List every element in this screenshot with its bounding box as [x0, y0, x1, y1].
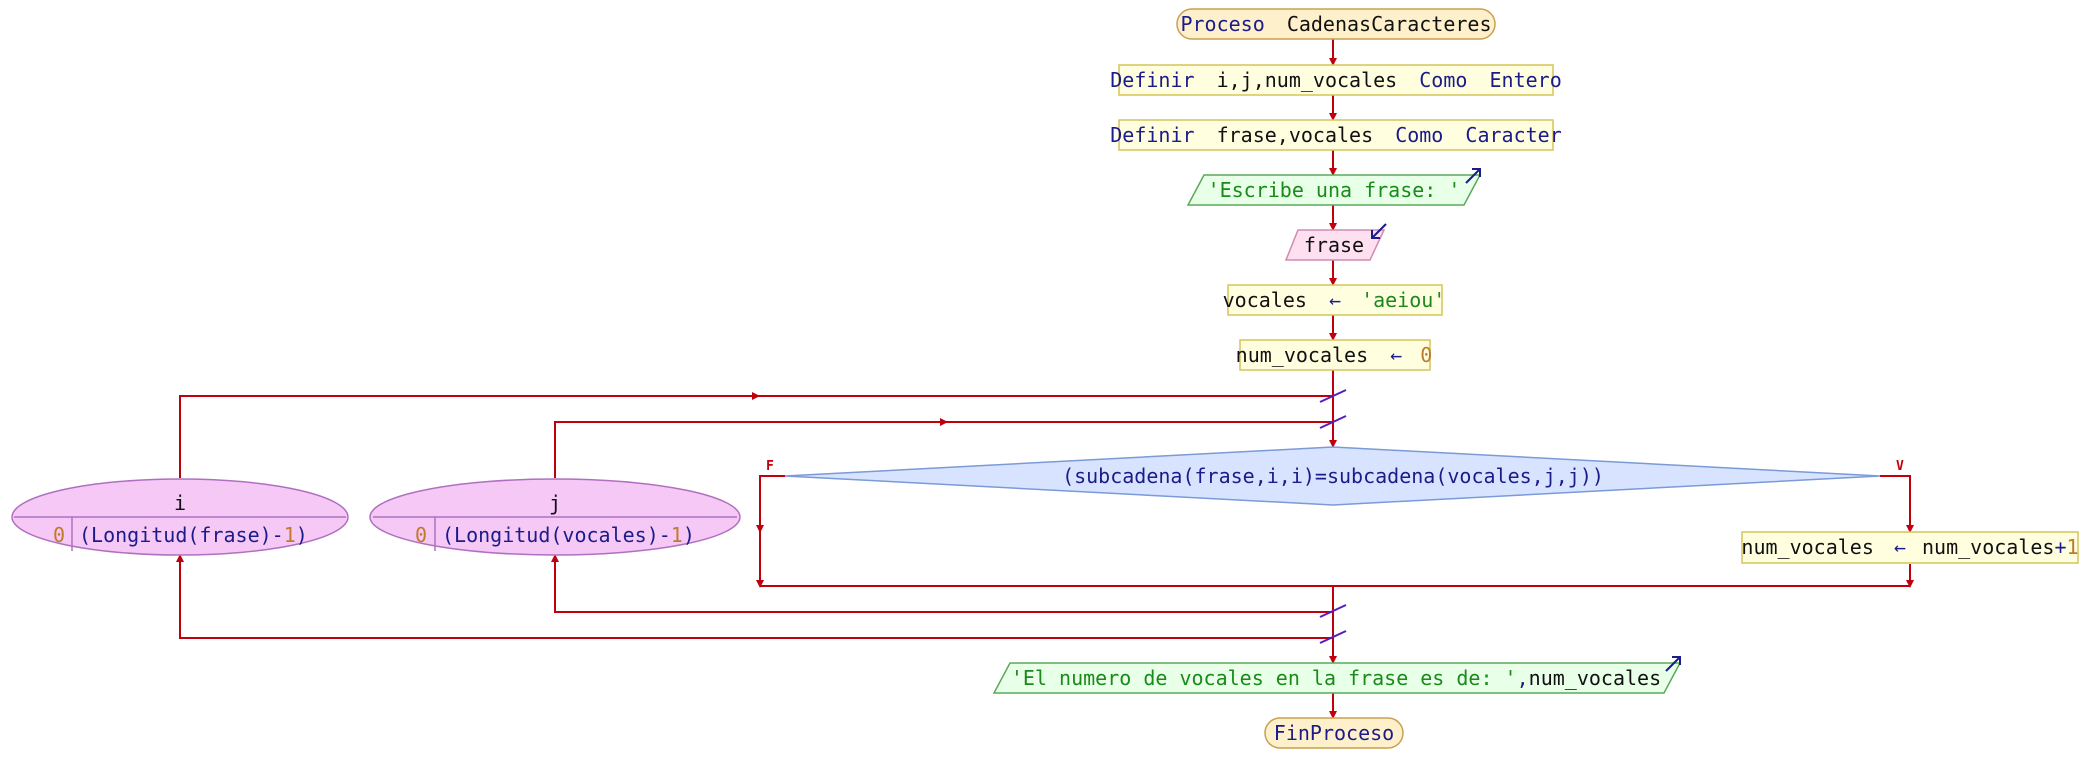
- assign1-value: 'aeiou': [1361, 288, 1445, 312]
- assign3-num: 1: [2067, 535, 2079, 559]
- svg-text:vocales ← 'aeiou': vocales ← 'aeiou': [1223, 288, 1446, 312]
- svg-text:Proceso CadenasCaractere: Proceso CadenasCaracteres: [1180, 12, 1491, 36]
- output-result-box[interactable]: 'El numero de vocales en la frase es de:…: [992, 656, 1682, 694]
- loop-j-start: 0: [415, 523, 427, 547]
- output-result-arrow-icon: [1665, 656, 1681, 672]
- loop-j-end-arg: (vocales): [550, 523, 658, 547]
- output2-text: 'El numero de vocales en la frase es de:…: [1011, 666, 1517, 690]
- assign3-arrow: ←: [1894, 535, 1906, 559]
- loop-i-end-func: Longitud: [91, 523, 187, 547]
- input-frase-box[interactable]: frase: [1284, 223, 1387, 261]
- assign1-var: vocales: [1223, 288, 1307, 312]
- define1-como: Como: [1419, 68, 1467, 92]
- start-keyword: Proceso: [1180, 12, 1264, 36]
- loop-j-var: j: [549, 491, 561, 515]
- decision-diamond[interactable]: (subcadena(frase,i,i)=subcadena(vocales,…: [784, 446, 1881, 506]
- loop-i-node[interactable]: i 0 (Longitud(frase)-1): [11, 478, 349, 556]
- define2-vars: frase,vocales: [1217, 123, 1374, 147]
- define2-type: Caracter: [1465, 123, 1561, 147]
- decision-true-label: V: [1896, 459, 1904, 474]
- process-name: CadenasCaracteres: [1287, 12, 1492, 36]
- loop-i-end-minus: -: [272, 523, 284, 547]
- svg-text:num_vocales ← 0: num_vocales ← 0: [1236, 343, 1433, 367]
- assign-vocales-box[interactable]: vocales ← 'aeiou': [1223, 284, 1446, 316]
- end-terminal[interactable]: FinProceso: [1264, 717, 1404, 749]
- input-arrow-icon: [1371, 223, 1387, 239]
- assign-counter-box[interactable]: num_vocales ← 0: [1236, 339, 1433, 371]
- loop-j-end-num: 1: [671, 523, 683, 547]
- define1-type: Entero: [1489, 68, 1561, 92]
- output-prompt-box[interactable]: 'Escribe una frase: ': [1186, 168, 1482, 206]
- assign2-value: 0: [1420, 343, 1432, 367]
- loop-i-end-open: (: [79, 523, 91, 547]
- define2-como: Como: [1395, 123, 1443, 147]
- assign3-var: num_vocales: [1741, 535, 1873, 559]
- loop-i-connectors: [176, 389, 1347, 644]
- assign3-plus: +: [2054, 535, 2066, 559]
- loop-i-start: 0: [53, 523, 65, 547]
- end-keyword: FinProceso: [1274, 721, 1394, 745]
- output1-text: 'Escribe una frase: ': [1208, 178, 1461, 202]
- define1-keyword: Definir: [1110, 68, 1194, 92]
- loop-i-end-arg: (frase): [187, 523, 271, 547]
- loop-j-end-minus: -: [659, 523, 671, 547]
- svg-text:'El numero de vocales en la fr: 'El numero de vocales en la frase es de:…: [1011, 666, 1661, 690]
- loop-j-end-func: Longitud: [454, 523, 550, 547]
- define2-keyword: Definir: [1110, 123, 1194, 147]
- assign2-arrow: ←: [1390, 343, 1402, 367]
- decision-branches: F V: [756, 459, 1914, 588]
- assign2-var: num_vocales: [1236, 343, 1368, 367]
- assign3-expr: num_vocales: [1922, 535, 2054, 559]
- loop-j-node[interactable]: j 0 (Longitud(vocales)-1): [369, 478, 741, 556]
- loop-i-var: i: [174, 491, 186, 515]
- loop-i-end-num: 1: [284, 523, 296, 547]
- output-arrow-icon: [1465, 168, 1481, 184]
- input1-var: frase: [1304, 233, 1364, 257]
- svg-text:(Longitud(vocales)-1): (Longitud(vocales)-1): [442, 523, 695, 547]
- loop-i-end-close: ): [296, 523, 308, 547]
- define-integers-box[interactable]: Definir i,j,num_vocales Como Entero: [1110, 64, 1562, 96]
- output2-sep: ,: [1517, 666, 1529, 690]
- loop-j-connectors: [551, 415, 1347, 618]
- svg-text:Definir frase,vocales: Definir frase,vocales Como Caracter: [1110, 123, 1561, 147]
- define-strings-box[interactable]: Definir frase,vocales Como Caracter: [1110, 119, 1562, 151]
- define1-vars: i,j,num_vocales: [1217, 68, 1398, 92]
- loop-j-end-close: ): [683, 523, 695, 547]
- assign1-arrow: ←: [1329, 288, 1341, 312]
- svg-text:Definir i,j,num_vocales: Definir i,j,num_vocales Como Entero: [1110, 68, 1561, 92]
- svg-text:(Longitud(frase)-1): (Longitud(frase)-1): [79, 523, 308, 547]
- output2-var: num_vocales: [1529, 666, 1661, 690]
- svg-text:num_vocales ← num_: num_vocales ← num_vocales+1: [1741, 535, 2078, 559]
- start-terminal[interactable]: Proceso CadenasCaracteres: [1176, 8, 1496, 40]
- increment-counter-box[interactable]: num_vocales ← num_vocales+1: [1741, 531, 2079, 564]
- decision-condition: (subcadena(frase,i,i)=subcadena(vocales,…: [1062, 464, 1604, 488]
- decision-false-label: F: [766, 459, 774, 474]
- loop-j-end-open: (: [442, 523, 454, 547]
